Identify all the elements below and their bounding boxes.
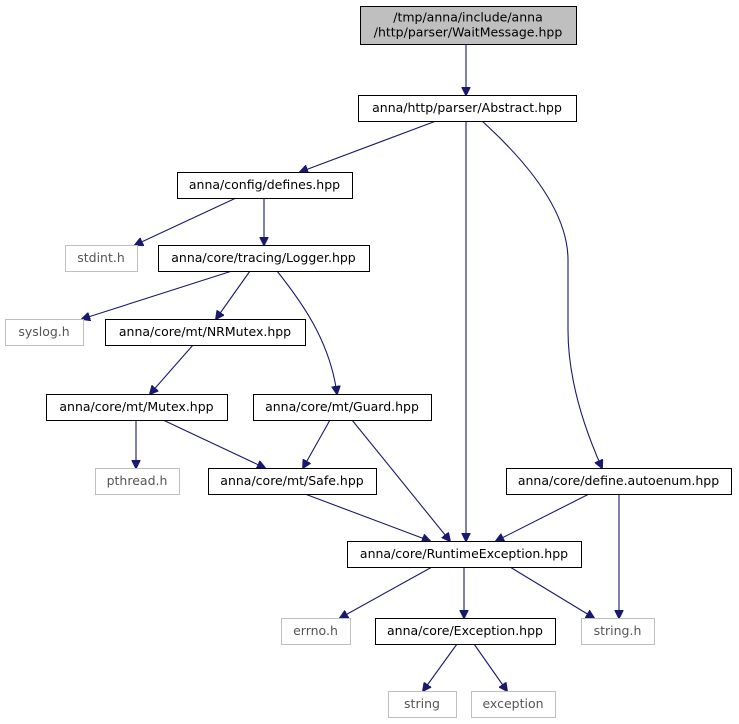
node-label-nrmutex: anna/core/mt/NRMutex.hpp	[119, 324, 291, 339]
edge-guard-to-runtime-exception	[351, 419, 450, 541]
edge-abstract-to-defines	[300, 120, 437, 172]
node-label-runtime-exception: anna/core/RuntimeException.hpp	[360, 546, 568, 561]
node-box-stdint	[65, 245, 138, 272]
node-box-exception-hpp	[375, 618, 556, 645]
node-label-string: string	[404, 696, 440, 711]
node-label-abstract: anna/http/parser/Abstract.hpp	[372, 100, 562, 115]
node-label-safe: anna/core/mt/Safe.hpp	[220, 473, 363, 488]
node-errno: errno.h	[281, 618, 351, 645]
edge-exception-hpp-to-string	[423, 643, 458, 691]
node-label-pthread: pthread.h	[107, 473, 168, 488]
node-label-errno: errno.h	[293, 623, 338, 638]
node-pthread: pthread.h	[95, 468, 180, 495]
node-box-autoenum	[506, 468, 732, 495]
node-box-exception	[471, 691, 556, 718]
edge-defines-to-stdint	[135, 197, 237, 245]
node-label-syslog: syslog.h	[18, 324, 69, 339]
node-label-stdint: stdint.h	[77, 250, 125, 265]
node-syslog: syslog.h	[5, 319, 84, 346]
node-abstract[interactable]: anna/http/parser/Abstract.hpp	[358, 95, 577, 122]
node-box-runtime-exception	[347, 541, 582, 568]
node-stdint: stdint.h	[65, 245, 138, 272]
node-label-string-h: string.h	[594, 623, 642, 638]
node-label-autoenum: anna/core/define.autoenum.hpp	[518, 473, 719, 488]
node-logger[interactable]: anna/core/tracing/Logger.hpp	[158, 245, 370, 272]
node-box-pthread	[95, 468, 180, 495]
node-box-string-h	[581, 618, 655, 645]
node-box-mutex	[46, 394, 228, 421]
node-label-defines: anna/config/defines.hpp	[189, 177, 340, 192]
edge-abstract-to-autoenum	[481, 120, 602, 468]
node-box-safe	[208, 468, 377, 495]
node-safe[interactable]: anna/core/mt/Safe.hpp	[208, 468, 377, 495]
edge-safe-to-runtime-exception	[304, 493, 430, 541]
node-label-wait-message-line-2: /http/parser/WaitMessage.hpp	[374, 25, 563, 40]
node-label-wait-message-line-1: /tmp/anna/include/anna	[393, 10, 542, 25]
node-mutex[interactable]: anna/core/mt/Mutex.hpp	[46, 394, 228, 421]
node-exception: exception	[471, 691, 556, 718]
node-guard[interactable]: anna/core/mt/Guard.hpp	[253, 394, 432, 421]
node-box-logger	[158, 245, 370, 272]
node-label-exception: exception	[482, 696, 543, 711]
node-box-defines	[177, 172, 353, 199]
node-label-exception-hpp: anna/core/Exception.hpp	[387, 623, 543, 638]
edge-nrmutex-to-mutex	[150, 344, 194, 394]
edge-logger-to-guard	[276, 270, 337, 394]
node-nrmutex[interactable]: anna/core/mt/NRMutex.hpp	[105, 319, 306, 346]
edge-guard-to-safe	[303, 419, 331, 468]
node-label-logger: anna/core/tracing/Logger.hpp	[171, 250, 356, 265]
edge-logger-to-syslog	[82, 270, 233, 319]
node-box-syslog	[5, 319, 84, 346]
node-wait-message[interactable]: /tmp/anna/include/anna/http/parser/WaitM…	[360, 6, 577, 45]
node-runtime-exception[interactable]: anna/core/RuntimeException.hpp	[347, 541, 582, 568]
node-label-guard: anna/core/mt/Guard.hpp	[265, 399, 419, 414]
edges	[82, 44, 619, 691]
node-label-mutex: anna/core/mt/Mutex.hpp	[59, 399, 213, 414]
edge-runtime-exception-to-string-h	[509, 566, 594, 618]
nodes: /tmp/anna/include/anna/http/parser/WaitM…	[5, 6, 732, 718]
edge-runtime-exception-to-errno	[340, 566, 433, 618]
node-exception-hpp[interactable]: anna/core/Exception.hpp	[375, 618, 556, 645]
node-defines[interactable]: anna/config/defines.hpp	[177, 172, 353, 199]
edge-logger-to-nrmutex	[216, 270, 251, 319]
node-box-nrmutex	[105, 319, 306, 346]
edge-autoenum-to-runtime-exception	[496, 493, 590, 541]
node-box-errno	[281, 618, 351, 645]
node-autoenum[interactable]: anna/core/define.autoenum.hpp	[506, 468, 732, 495]
node-box-string	[388, 691, 457, 718]
node-string: string	[388, 691, 457, 718]
node-string-h: string.h	[581, 618, 655, 645]
node-box-abstract	[358, 95, 577, 122]
edge-exception-hpp-to-exception	[473, 643, 507, 691]
edge-mutex-to-safe	[162, 419, 265, 468]
node-box-wait-message	[360, 6, 577, 45]
node-box-guard	[253, 394, 432, 421]
